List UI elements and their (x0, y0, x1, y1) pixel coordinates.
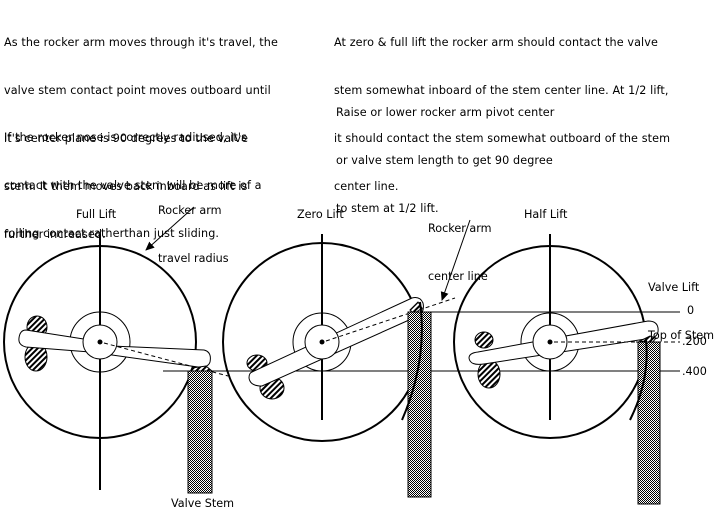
label-line: center line (428, 270, 488, 283)
pivot-point (547, 339, 553, 345)
center-line-arrow (440, 219, 471, 301)
travel-arc-over-stem (629, 339, 648, 421)
travel-arc-over-stem (401, 301, 423, 421)
note-right-para2: Raise or lower rocker arm pivot center o… (336, 73, 555, 233)
label-line: Rocker arm (158, 204, 222, 217)
note-line: it should contact the stem somewhat outb… (334, 132, 671, 145)
pivot-point (97, 339, 103, 345)
travel-radius-arrow (145, 206, 195, 251)
note-right-para1: At zero & full lift the rocker arm shoul… (334, 3, 670, 211)
note-left-para1: As the rocker arm moves through it's tra… (4, 3, 278, 259)
lift-value-0: 0 (687, 304, 695, 317)
zero-lift-diagram (222, 234, 456, 498)
note-line: further increased. (4, 228, 106, 241)
note-line: Raise or lower rocker arm pivot center (336, 106, 555, 119)
note-line: If the rocker nose is correctly radiused… (4, 131, 248, 144)
valve-stem (637, 341, 661, 505)
note-line: it's center plane is 90 degrees to the v… (4, 132, 249, 145)
valve-stem-label: Valve Stem (171, 497, 235, 510)
label-line: Top of Stem (648, 329, 715, 342)
lift-value-200: .200 (682, 335, 707, 348)
note-line: contact with the valve stem will be more… (4, 179, 262, 192)
note-line: As the rocker arm moves through it's tra… (4, 36, 278, 49)
full-lift-diagram (3, 234, 229, 494)
valve-lift-title: Valve Lift Top of Stem (648, 248, 714, 360)
note-line: to stem at 1/2 lift. (336, 202, 439, 215)
note-line: stem somewhat inboard of the stem center… (334, 84, 669, 97)
label-line: Valve Lift (648, 281, 700, 294)
zero-lift-label: Zero Lift (297, 208, 344, 221)
note-left-para2: If the rocker nose is correctly radiused… (4, 98, 262, 258)
rocker-center-line (325, 297, 456, 342)
note-line: At zero & full lift the rocker arm shoul… (334, 36, 658, 49)
half-lift-label: Half Lift (524, 208, 568, 221)
lift-value-400: .400 (682, 365, 707, 378)
label-line: Rocker arm (428, 222, 492, 235)
label-line: travel radius (158, 252, 229, 265)
full-lift-label: Full Lift (76, 208, 117, 221)
pushrod-cup-upper (474, 331, 494, 349)
note-line: rolling contact ratherthan just sliding. (4, 227, 220, 240)
note-line: or valve stem length to get 90 degree (336, 154, 553, 167)
note-line: valve stem contact point moves outboard … (4, 84, 271, 97)
travel-radius-label: Rocker arm travel radius (158, 171, 229, 283)
note-line: center line. (334, 180, 399, 193)
pivot-point (319, 339, 325, 345)
valve-stem (187, 370, 213, 494)
valve-stem (407, 311, 432, 498)
center-line-label: Rocker arm center line (428, 189, 492, 301)
note-line: stem. It them moves back inboard as lift… (4, 180, 248, 193)
half-lift-diagram (453, 234, 661, 505)
